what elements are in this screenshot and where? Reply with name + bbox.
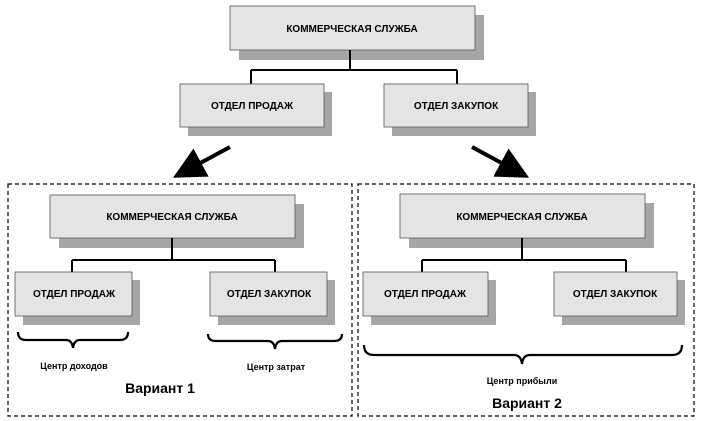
box xyxy=(14,271,133,317)
v2-root-label: КОММЕРЧЕСКАЯ СЛУЖБА xyxy=(456,212,587,223)
box xyxy=(49,194,296,239)
v1-purchasing-label: ОТДЕЛ ЗАКУПОК xyxy=(227,289,312,300)
v1-sales-label: ОТДЕЛ ПРОДАЖ xyxy=(33,289,116,300)
v2-connector xyxy=(421,238,627,272)
profit-center-brace xyxy=(362,344,684,365)
top-purchasing-node: ОТДЕЛ ЗАКУПОК xyxy=(383,83,536,136)
top-root-label: КОММЕРЧЕСКАЯ СЛУЖБА xyxy=(286,24,417,35)
v2-root-node: КОММЕРЧЕСКАЯ СЛУЖБА xyxy=(399,193,654,248)
v1-purchasing-node: ОТДЕЛ ЗАКУПОК xyxy=(209,271,335,325)
income-center-label: Центр доходов xyxy=(40,361,108,371)
top-sales-label: ОТДЕЛ ПРОДАЖ xyxy=(211,101,294,112)
box xyxy=(229,5,476,51)
v2-sales-node: ОТДЕЛ ПРОДАЖ xyxy=(362,271,496,325)
cost-center-brace xyxy=(206,333,344,350)
income-center-brace xyxy=(16,331,130,349)
variant2-title: Вариант 2 xyxy=(492,395,562,411)
box xyxy=(399,193,646,239)
cost-center-label: Центр затрат xyxy=(247,362,306,372)
v1-root-node: КОММЕРЧЕСКАЯ СЛУЖБА xyxy=(49,194,304,248)
box xyxy=(383,83,529,128)
arrow-to-variant2 xyxy=(471,145,530,178)
v2-sales-label: ОТДЕЛ ПРОДАЖ xyxy=(384,289,467,300)
box xyxy=(553,271,678,317)
box xyxy=(179,83,325,128)
variant1-frame xyxy=(7,183,353,417)
top-sales-node: ОТДЕЛ ПРОДАЖ xyxy=(179,83,332,136)
v1-sales-node: ОТДЕЛ ПРОДАЖ xyxy=(14,271,140,325)
top-purchasing-label: ОТДЕЛ ЗАКУПОК xyxy=(414,101,499,112)
box xyxy=(209,271,328,317)
arrow-to-variant1 xyxy=(172,145,231,178)
profit-center-label: Центр прибыли xyxy=(487,376,558,386)
v2-purchasing-node: ОТДЕЛ ЗАКУПОК xyxy=(553,271,685,325)
box xyxy=(362,271,489,317)
variant1-title: Вариант 1 xyxy=(125,380,195,396)
v1-connector xyxy=(71,238,276,272)
v2-purchasing-label: ОТДЕЛ ЗАКУПОК xyxy=(573,289,658,300)
v1-root-label: КОММЕРЧЕСКАЯ СЛУЖБА xyxy=(106,212,237,223)
top-connector xyxy=(250,50,458,84)
top-root-node: КОММЕРЧЕСКАЯ СЛУЖБА xyxy=(229,5,484,60)
variant2-frame xyxy=(357,183,695,417)
